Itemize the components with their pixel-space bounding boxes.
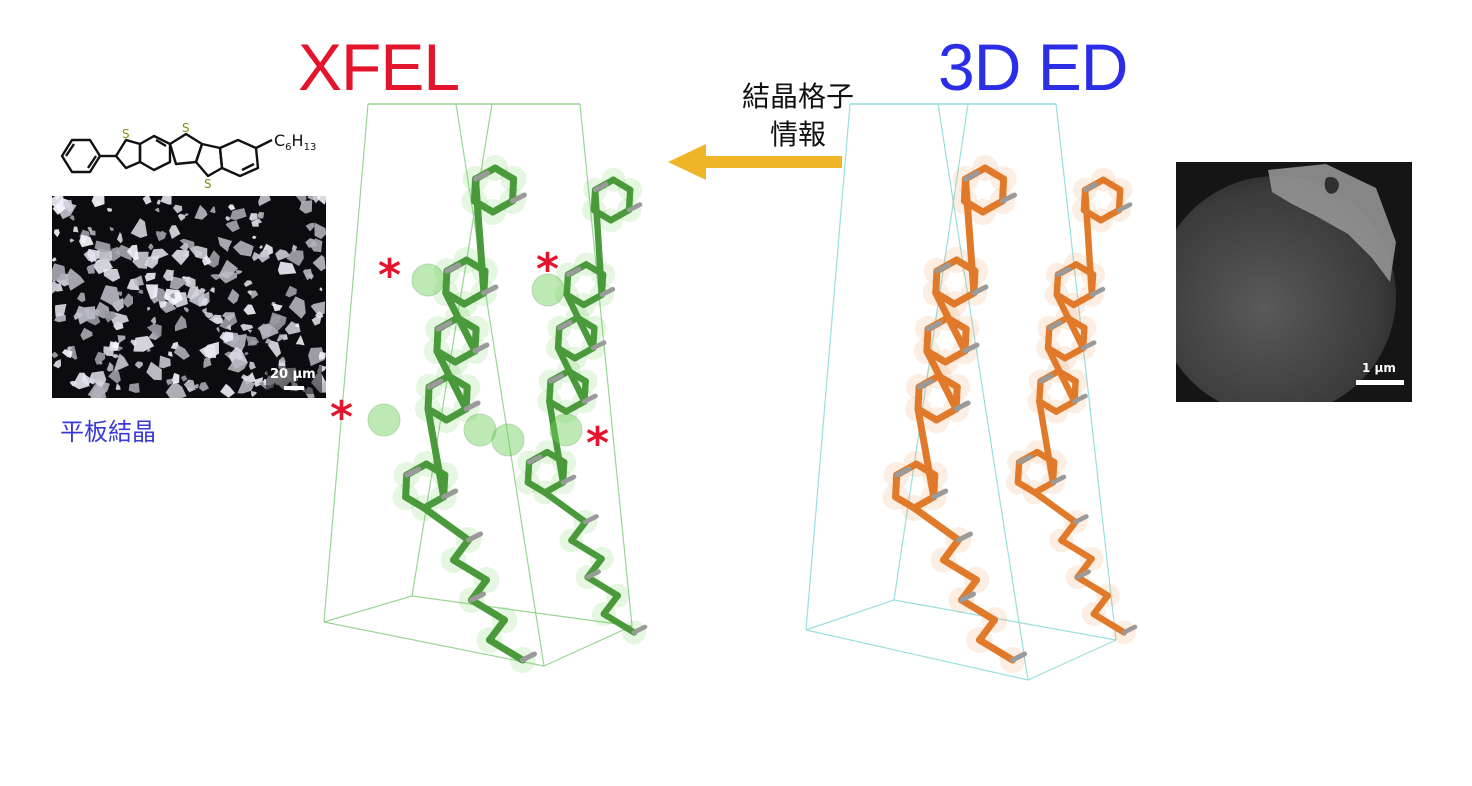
- lattice-label-line1: 結晶格子: [741, 80, 854, 113]
- sulfur-marker-2: *: [536, 244, 560, 295]
- tem-scale-label: 1 µm: [1362, 361, 1396, 375]
- sulfur-label-2: S: [182, 121, 190, 135]
- molecule-structure-diagram: S S S C6H13: [60, 121, 316, 191]
- plate-crystal-caption: 平板結晶: [60, 418, 156, 446]
- crystal-flakes: [52, 196, 326, 398]
- xfel-crystal-structure: [367, 155, 648, 673]
- tem-scale-bar: [1356, 380, 1404, 385]
- optical-micrograph: 20 µm: [52, 196, 326, 398]
- 3d-ed-title: 3D ED: [938, 30, 1128, 104]
- xfel-unit-cell: [323, 103, 633, 667]
- sulfur-label-3: S: [204, 177, 212, 191]
- ed-crystal-structure: [882, 155, 1138, 673]
- lattice-label-line2: 情報: [769, 118, 826, 151]
- sulfur-marker-4: *: [586, 418, 610, 469]
- optical-scale-bar: [284, 386, 304, 390]
- lattice-info-arrow: [668, 144, 842, 180]
- tem-micrograph: 1 µm: [1176, 162, 1412, 402]
- lattice-info-label: 結晶格子 情報: [728, 78, 868, 154]
- hexyl-substituent-label: C6H13: [274, 131, 316, 153]
- sulfur-marker-1: *: [378, 250, 402, 301]
- sulfur-marker-3: *: [330, 392, 354, 443]
- optical-scale-label: 20 µm: [270, 367, 316, 382]
- xfel-title: XFEL: [298, 30, 460, 104]
- sulfur-label-1: S: [122, 127, 130, 141]
